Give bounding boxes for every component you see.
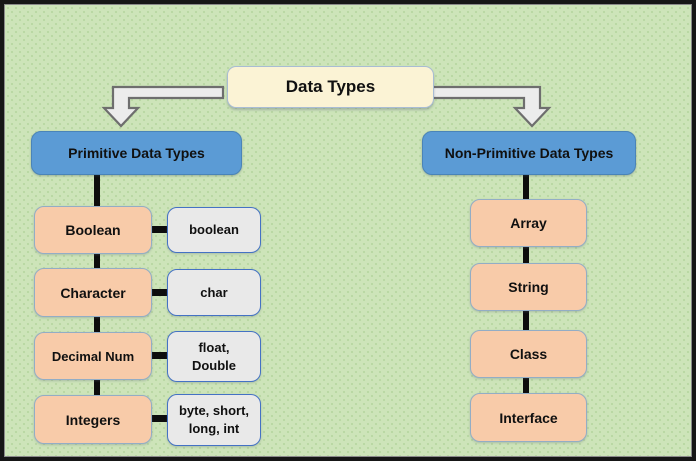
type-node-character: Character	[34, 268, 152, 317]
connector	[152, 226, 167, 233]
connector	[523, 378, 529, 393]
type-node-decimal-num: Decimal Num	[34, 332, 152, 380]
connector	[94, 317, 100, 332]
type-node-class: Class	[470, 330, 587, 378]
connector	[94, 254, 100, 268]
root-node-data-types: Data Types	[227, 66, 434, 108]
type-node-string: String	[470, 263, 587, 311]
type-node-boolean: Boolean	[34, 206, 152, 254]
left-branch-arrow	[101, 85, 225, 128]
type-node-array: Array	[470, 199, 587, 247]
keyword-node-integers: byte, short, long, int	[167, 394, 261, 446]
connector	[94, 380, 100, 395]
keyword-node-decimal-num: float, Double	[167, 331, 261, 382]
keyword-node-boolean: boolean	[167, 207, 261, 253]
connector	[523, 247, 529, 263]
connector	[94, 173, 100, 206]
right-branch-arrow	[429, 85, 552, 128]
connector	[152, 352, 167, 359]
connector	[523, 311, 529, 330]
keyword-node-character: char	[167, 269, 261, 316]
type-node-integers: Integers	[34, 395, 152, 444]
branch-node-primitive: Primitive Data Types	[31, 131, 242, 175]
type-node-interface: Interface	[470, 393, 587, 442]
branch-node-non-primitive: Non-Primitive Data Types	[422, 131, 636, 175]
connector	[152, 415, 167, 422]
connector	[152, 289, 167, 296]
connector	[523, 173, 529, 199]
